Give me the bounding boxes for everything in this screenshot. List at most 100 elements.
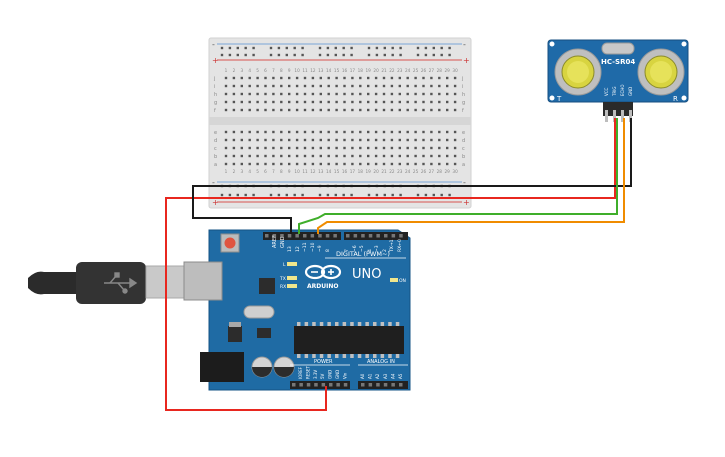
breadboard-hole[interactable] xyxy=(398,108,401,112)
breadboard-hole[interactable] xyxy=(272,130,275,134)
header-pin[interactable] xyxy=(310,234,315,238)
breadboard-hole[interactable] xyxy=(264,76,267,80)
header-pin[interactable] xyxy=(280,234,284,238)
breadboard-hole[interactable] xyxy=(343,154,346,158)
breadboard-hole[interactable] xyxy=(248,162,251,166)
header-pin[interactable] xyxy=(321,383,326,387)
breadboard-hole[interactable] xyxy=(295,108,299,112)
breadboard-hole[interactable] xyxy=(406,92,409,96)
rail-hole[interactable] xyxy=(228,46,232,50)
rail-hole[interactable] xyxy=(342,193,345,197)
rail-hole[interactable] xyxy=(383,53,386,57)
breadboard-hole[interactable] xyxy=(224,100,228,104)
rail-hole[interactable] xyxy=(440,193,443,197)
breadboard-hole[interactable] xyxy=(232,146,236,150)
breadboard-hole[interactable] xyxy=(406,108,409,112)
breadboard-hole[interactable] xyxy=(453,130,457,134)
breadboard-hole[interactable] xyxy=(232,138,236,142)
breadboard-hole[interactable] xyxy=(311,130,315,134)
breadboard-hole[interactable] xyxy=(422,76,425,80)
breadboard-hole[interactable] xyxy=(422,108,425,112)
breadboard-hole[interactable] xyxy=(367,84,370,88)
breadboard-hole[interactable] xyxy=(351,76,354,80)
header-pin[interactable] xyxy=(295,234,299,238)
breadboard-hole[interactable] xyxy=(438,100,441,104)
rail-hole[interactable] xyxy=(432,46,435,50)
breadboard-hole[interactable] xyxy=(398,138,401,142)
breadboard-hole[interactable] xyxy=(295,84,299,88)
header-pin[interactable] xyxy=(299,383,303,387)
rail-hole[interactable] xyxy=(318,53,322,57)
breadboard-hole[interactable] xyxy=(398,162,401,166)
rail-hole[interactable] xyxy=(334,46,337,50)
breadboard-hole[interactable] xyxy=(303,108,307,112)
rail-hole[interactable] xyxy=(448,46,451,50)
breadboard-hole[interactable] xyxy=(240,84,243,88)
rail-hole[interactable] xyxy=(252,193,255,197)
breadboard-hole[interactable] xyxy=(303,84,307,88)
breadboard-hole[interactable] xyxy=(327,100,330,104)
breadboard-hole[interactable] xyxy=(272,162,275,166)
header-pin[interactable] xyxy=(287,234,292,238)
breadboard-hole[interactable] xyxy=(311,162,315,166)
rail-hole[interactable] xyxy=(350,53,353,57)
breadboard-hole[interactable] xyxy=(280,100,283,104)
breadboard-hole[interactable] xyxy=(248,108,251,112)
rail-hole[interactable] xyxy=(228,53,232,57)
header-pin[interactable] xyxy=(343,383,348,387)
breadboard-hole[interactable] xyxy=(248,100,251,104)
breadboard-hole[interactable] xyxy=(390,146,394,150)
rail-hole[interactable] xyxy=(285,53,288,57)
breadboard-hole[interactable] xyxy=(422,130,425,134)
breadboard-hole[interactable] xyxy=(264,146,267,150)
breadboard-hole[interactable] xyxy=(288,76,291,80)
rail-hole[interactable] xyxy=(293,193,296,197)
breadboard-hole[interactable] xyxy=(414,154,417,158)
breadboard-hole[interactable] xyxy=(390,138,394,142)
breadboard-hole[interactable] xyxy=(382,76,386,80)
breadboard-hole[interactable] xyxy=(359,138,362,142)
breadboard-hole[interactable] xyxy=(224,108,228,112)
breadboard-hole[interactable] xyxy=(327,108,330,112)
breadboard-hole[interactable] xyxy=(359,130,362,134)
header-pin[interactable] xyxy=(376,383,380,387)
breadboard-hole[interactable] xyxy=(224,138,228,142)
breadboard-hole[interactable] xyxy=(311,100,315,104)
breadboard-hole[interactable] xyxy=(343,108,346,112)
breadboard-hole[interactable] xyxy=(446,130,449,134)
breadboard-hole[interactable] xyxy=(367,138,370,142)
rail-hole[interactable] xyxy=(432,193,435,197)
breadboard-hole[interactable] xyxy=(390,76,394,80)
breadboard-hole[interactable] xyxy=(311,76,315,80)
rail-hole[interactable] xyxy=(375,53,379,57)
rail-hole[interactable] xyxy=(399,46,402,50)
breadboard-hole[interactable] xyxy=(390,84,394,88)
rail-hole[interactable] xyxy=(269,46,273,50)
breadboard-hole[interactable] xyxy=(224,76,228,80)
breadboard-hole[interactable] xyxy=(240,108,243,112)
breadboard-hole[interactable] xyxy=(438,154,441,158)
rail-hole[interactable] xyxy=(285,193,288,197)
breadboard-hole[interactable] xyxy=(295,138,299,142)
breadboard-hole[interactable] xyxy=(319,138,322,142)
rail-hole[interactable] xyxy=(350,46,353,50)
breadboard-hole[interactable] xyxy=(264,130,267,134)
breadboard-hole[interactable] xyxy=(367,108,370,112)
breadboard-hole[interactable] xyxy=(327,92,330,96)
breadboard-hole[interactable] xyxy=(453,108,457,112)
breadboard-hole[interactable] xyxy=(359,76,362,80)
breadboard-hole[interactable] xyxy=(256,146,259,150)
breadboard-hole[interactable] xyxy=(453,138,457,142)
breadboard-hole[interactable] xyxy=(382,130,386,134)
breadboard-hole[interactable] xyxy=(406,154,409,158)
breadboard-hole[interactable] xyxy=(248,154,251,158)
breadboard-hole[interactable] xyxy=(398,92,401,96)
breadboard-hole[interactable] xyxy=(264,92,267,96)
breadboard-hole[interactable] xyxy=(374,146,378,150)
usb-cable[interactable] xyxy=(28,262,185,304)
breadboard-hole[interactable] xyxy=(398,154,401,158)
breadboard-hole[interactable] xyxy=(343,162,346,166)
breadboard-hole[interactable] xyxy=(280,130,283,134)
breadboard-hole[interactable] xyxy=(446,154,449,158)
